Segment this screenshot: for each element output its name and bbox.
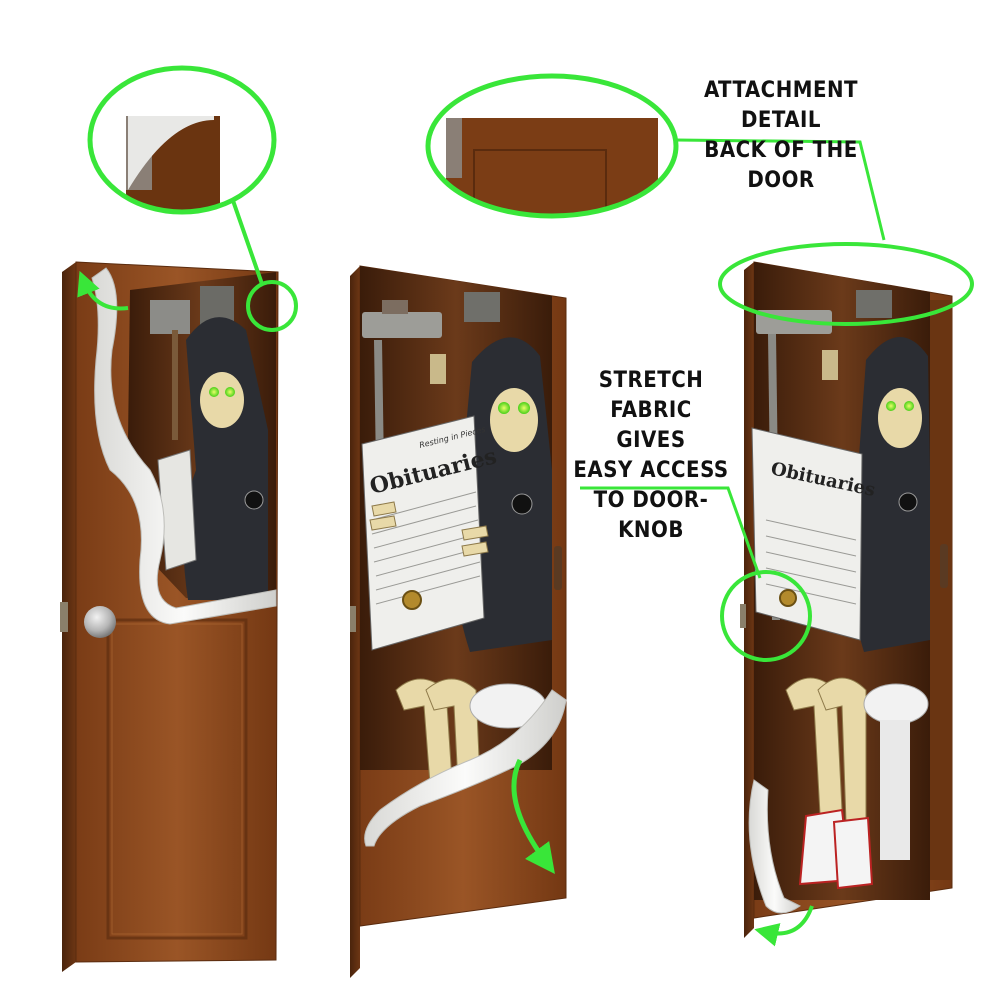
newspaper	[361, 415, 485, 651]
stretch-caption-line-2: GIVES	[616, 428, 686, 453]
stretch-connector-line	[580, 486, 762, 579]
attachment-zoom-detail-left	[87, 65, 277, 215]
stretch-caption-line-1: STRETCH FABRIC	[598, 368, 704, 423]
knob-highlight-circle	[720, 570, 812, 662]
badge-icon	[511, 493, 533, 515]
attach-connector-line	[675, 138, 886, 241]
badge-icon	[244, 490, 264, 510]
attachment-zoom-detail-right	[425, 73, 679, 219]
attachment-detail-caption: ATTACHMENT DETAIL BACK OF THE DOOR	[676, 76, 886, 196]
stretch-fabric-caption: STRETCH FABRIC GIVES EASY ACCESS TO DOOR…	[566, 366, 736, 546]
badge-icon	[898, 492, 918, 512]
stretch-caption-line-3: EASY ACCESS	[573, 458, 729, 483]
door-angle-view: Obituaries	[718, 242, 974, 947]
attachment-caption-line-2: BACK OF THE DOOR	[704, 138, 858, 193]
door-knob-icon	[84, 606, 116, 638]
door-back-view	[60, 188, 298, 972]
top-highlight-ellipse	[718, 242, 974, 326]
door-front-view: Obituaries Resting in Pieces	[350, 265, 567, 978]
highlight-circle	[246, 280, 298, 332]
attachment-caption-line-1: ATTACHMENT DETAIL	[703, 78, 859, 133]
stretch-caption-line-4: TO DOOR-KNOB	[593, 488, 709, 543]
